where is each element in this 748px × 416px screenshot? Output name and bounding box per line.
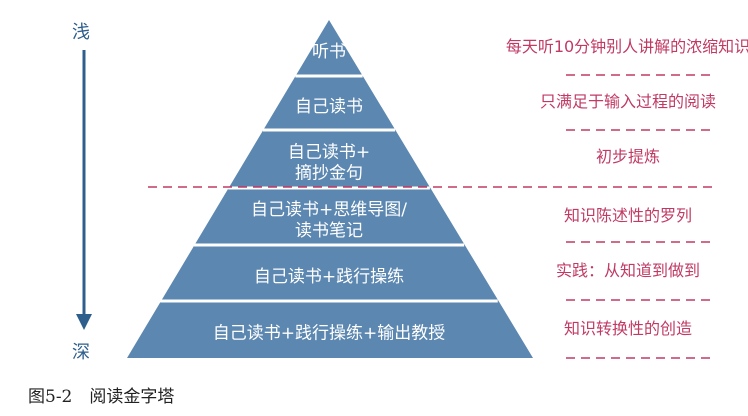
axis-bottom-label: 深 [72, 342, 90, 363]
pyramid-level-label: 听书 [312, 42, 346, 62]
level-dividers [160, 74, 498, 303]
level-description: 实践：从知道到做到 [556, 261, 700, 280]
figure-caption: 图5-2 阅读金字塔 [28, 387, 175, 407]
depth-axis: 浅 深 [72, 22, 92, 363]
pyramid-level-label: 自己读书+践行操练+输出教授 [213, 324, 446, 344]
level-description: 每天听10分钟别人讲解的浓缩知识 [506, 37, 748, 56]
pyramid-level-label: 自己读书+ [288, 143, 370, 163]
reading-pyramid-diagram: 浅 深 听书自己读书自己读书+摘抄金句自己读书+思维导图/读书笔记自己读书+践行… [72, 20, 748, 363]
level-labels: 听书自己读书自己读书+摘抄金句自己读书+思维导图/读书笔记自己读书+践行操练自己… [213, 42, 446, 344]
level-description: 知识陈述性的罗列 [564, 206, 692, 225]
pyramid-level-label: 自己读书+践行操练 [254, 267, 404, 287]
axis-arrowhead [76, 314, 92, 330]
axis-top-label: 浅 [72, 22, 90, 43]
pyramid-level-label: 读书笔记 [295, 221, 363, 241]
level-descriptions: 每天听10分钟别人讲解的浓缩知识只满足于输入过程的阅读初步提炼知识陈述性的罗列实… [506, 37, 748, 338]
level-description: 只满足于输入过程的阅读 [540, 92, 716, 111]
level-description: 初步提炼 [596, 147, 660, 166]
pyramid-level-label: 摘抄金句 [295, 164, 363, 184]
level-description: 知识转换性的创造 [564, 319, 692, 338]
pyramid-level-label: 自己读书+思维导图/ [251, 200, 407, 220]
dashed-separators [148, 74, 715, 359]
pyramid-level-label: 自己读书 [295, 97, 363, 117]
